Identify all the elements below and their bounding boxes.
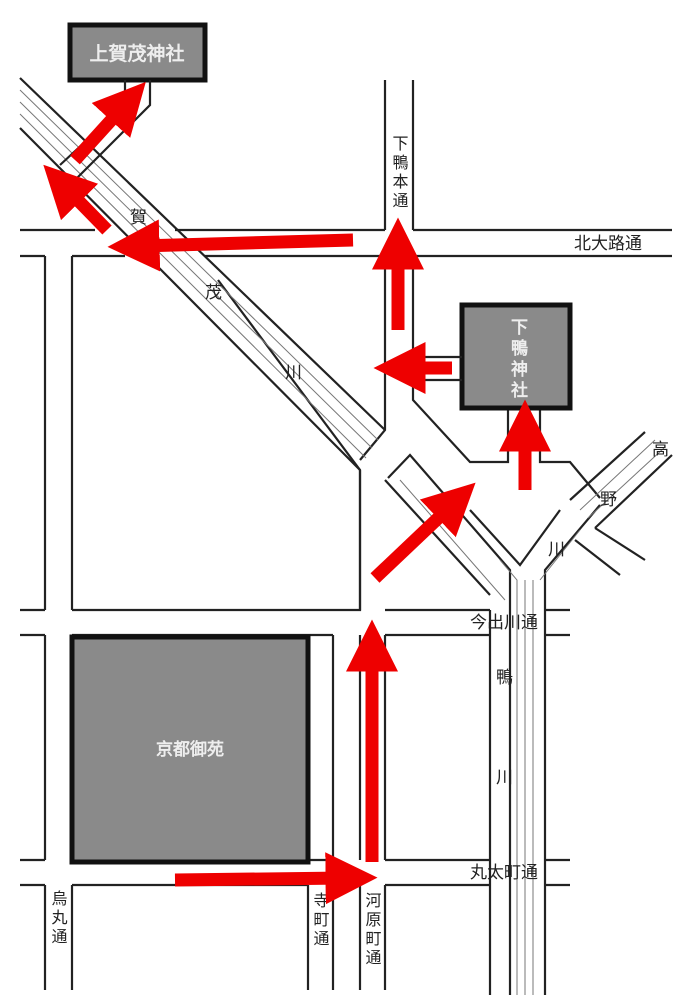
label-kamo-1: 賀: [130, 208, 147, 228]
road-marutamachi: [72, 635, 570, 990]
label-takano-2: 野: [600, 490, 617, 510]
kamigamo-shrine: 上賀茂神社: [59, 22, 208, 181]
label-kamo-2: 茂: [205, 283, 222, 303]
label-kamo-3: 川: [285, 363, 302, 383]
route-arrow: [43, 164, 112, 235]
label-kitaoji: 北大路通: [574, 234, 642, 254]
route-arrow: [174, 852, 378, 905]
shimogamo-shrine-label: 下鴨神社: [507, 318, 529, 402]
route-arrow: [70, 81, 146, 165]
label-kawaramachi: 河原町通: [363, 892, 382, 968]
label-takano-1: 高: [652, 440, 669, 460]
river-takano: [569, 431, 673, 576]
route-arrow: [107, 219, 354, 272]
label-takano-3: 川: [548, 540, 565, 560]
label-marutamachi: 丸太町通: [470, 863, 538, 883]
label-shimogamo-hon: 下鴨本通: [390, 135, 409, 211]
label-kamogawa-1: 鴨: [496, 668, 513, 688]
road-karasuma: [20, 256, 74, 990]
shimogamo-shrine: 下鴨神社: [413, 302, 573, 411]
kyoto-gosho: 京都御苑: [69, 634, 311, 865]
gosho-label: 京都御苑: [156, 739, 224, 760]
route: [43, 81, 551, 905]
road-kitaoji: [20, 228, 672, 610]
label-karasuma: 烏丸通: [49, 890, 68, 947]
label-imadegawa: 今出川通: [470, 613, 538, 633]
route-arrow: [370, 482, 476, 583]
label-teramachi: 寺町通: [311, 892, 330, 949]
kamigamo-shrine-label: 上賀茂神社: [89, 42, 184, 65]
label-kamogawa-2: 川: [496, 768, 513, 788]
